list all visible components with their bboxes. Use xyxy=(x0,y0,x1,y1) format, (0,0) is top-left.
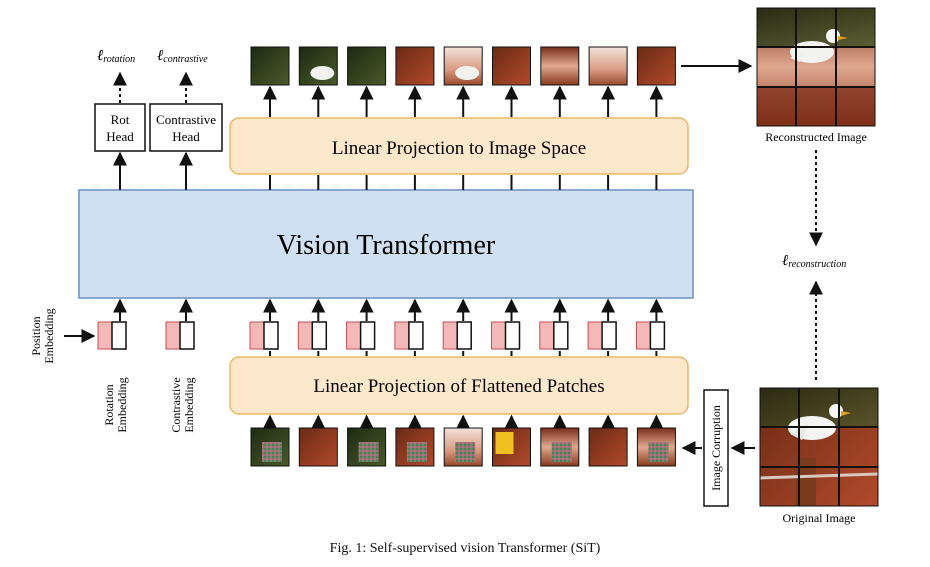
patch-token xyxy=(456,321,472,350)
output-patch xyxy=(636,46,676,86)
position-embedding-token xyxy=(587,321,603,350)
patch-token xyxy=(408,321,424,350)
input-patch xyxy=(298,427,338,467)
position-embedding-token xyxy=(249,321,265,350)
rot-head-box xyxy=(94,103,146,152)
vision-transformer-label: Vision Transformer xyxy=(277,230,496,261)
loss-rotation-label: ℓrotation xyxy=(97,48,135,65)
patch-token xyxy=(263,321,279,350)
patch-token xyxy=(649,321,666,350)
output-patch xyxy=(588,46,628,86)
patch-column xyxy=(249,46,290,467)
original-image xyxy=(759,387,879,507)
corruption-noise xyxy=(406,442,427,462)
rotation-embedding-label: RotationEmbedding xyxy=(102,377,129,432)
position-embedding-token xyxy=(442,321,458,350)
output-patch xyxy=(492,46,531,86)
output-patch xyxy=(347,46,387,86)
position-embedding-token xyxy=(297,321,313,350)
patch-column xyxy=(491,46,531,467)
original-image-label: Original Image xyxy=(783,511,856,525)
position-embedding-token xyxy=(539,321,555,350)
image-corruption-box xyxy=(703,389,729,507)
position-embedding-token xyxy=(394,321,410,350)
linear-projection-image-space-label: Linear Projection to Image Space xyxy=(332,138,586,159)
position-embedding-token xyxy=(346,321,362,350)
patch-column xyxy=(297,46,338,467)
rotation-embedding-token xyxy=(97,321,127,350)
loss-contrastive-label: ℓcontrastive xyxy=(157,48,208,65)
patch-token xyxy=(601,321,617,350)
output-patch xyxy=(250,46,290,86)
output-patch xyxy=(395,46,435,86)
bird-fragment xyxy=(455,66,480,80)
rot-head-label-2: Head xyxy=(106,129,134,144)
patch-column xyxy=(346,46,387,467)
rot-head-label-1: Rot xyxy=(111,112,130,127)
contrastive-embedding-token xyxy=(165,321,195,350)
patch-column xyxy=(539,46,580,467)
linear-projection-flattened-label: Linear Projection of Flattened Patches xyxy=(313,376,604,397)
image-corruption-label: Image Corruption xyxy=(709,405,723,491)
patch-token xyxy=(311,321,328,350)
corruption-inset xyxy=(495,432,514,454)
patch-column xyxy=(442,46,483,467)
output-patch xyxy=(540,46,580,86)
patch-columns xyxy=(249,46,676,467)
position-embedding-token xyxy=(491,321,506,350)
corruption-noise xyxy=(551,442,572,462)
position-embedding-token xyxy=(635,321,651,350)
patch-column xyxy=(635,46,676,467)
contrastive-head-box xyxy=(149,103,223,152)
contrastive-head-label-1: Contrastive xyxy=(156,112,216,127)
patch-column xyxy=(394,46,435,467)
vision-transformer-block xyxy=(78,189,694,299)
linear-projection-image-space-block xyxy=(229,117,689,175)
contrastive-embedding-label: ContrastiveEmbedding xyxy=(169,377,196,432)
position-embedding-label: PositionEmbedding xyxy=(29,308,56,363)
corruption-noise xyxy=(455,442,476,462)
corruption-noise xyxy=(648,442,669,462)
patch-token xyxy=(504,321,521,350)
patch-token xyxy=(553,321,569,350)
corruption-noise xyxy=(358,442,379,462)
contrastive-head-label-2: Head xyxy=(172,129,200,144)
patch-token xyxy=(359,321,376,350)
linear-projection-flattened-block xyxy=(229,356,689,415)
figure-caption: Fig. 1: Self-supervised vision Transform… xyxy=(329,541,601,556)
patch-column xyxy=(587,46,628,467)
bird-fragment xyxy=(310,66,335,80)
input-patch xyxy=(588,427,628,467)
reconstructed-image-label: Reconstructed Image xyxy=(765,130,867,144)
corruption-noise xyxy=(262,442,282,462)
loss-reconstruction-label: ℓreconstruction xyxy=(782,253,846,270)
reconstructed-image xyxy=(756,7,876,127)
